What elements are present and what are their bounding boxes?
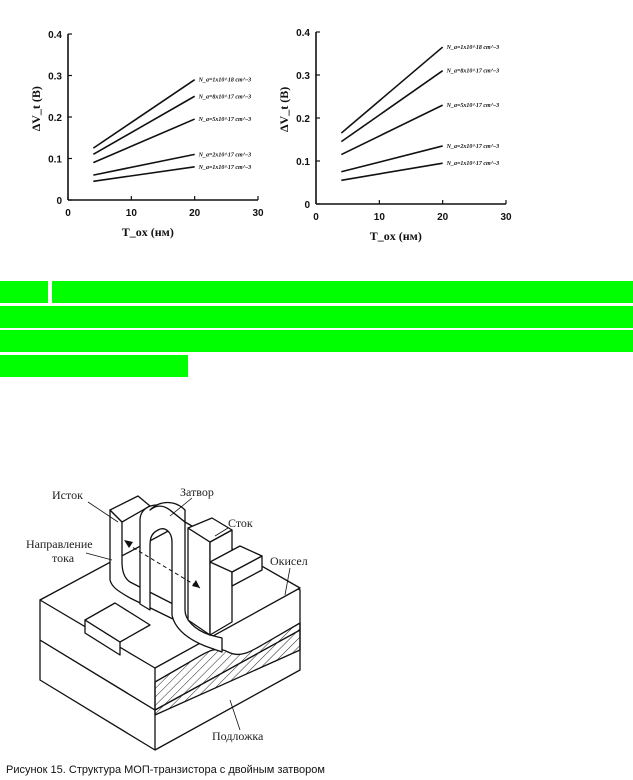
series-label: N_a=1x10^17 cm^-3 [446, 161, 499, 167]
label-oxide: Окисел [270, 554, 308, 568]
label-current-direction-2: тока [52, 551, 75, 565]
label-current-direction: Направление [26, 537, 93, 551]
series-line [341, 162, 443, 182]
highlight-bar-1b [52, 281, 633, 303]
series-line [93, 166, 195, 183]
y-tick-label: 0.3 [48, 72, 62, 83]
series-line [93, 153, 195, 176]
x-tick-label: 0 [313, 212, 319, 223]
x-axis-label: T_ox (нм) [370, 229, 422, 243]
series-line [92, 78, 196, 149]
double-gate-mosfet-diagram: Исток Затвор Сток Направление тока Окисе… [26, 485, 308, 751]
arrow-head-end [192, 580, 200, 588]
y-tick-label: 0.1 [48, 155, 62, 166]
chart-right: 0 10 20 30 0 0.1 0.2 0.3 0.4T_ox (нм) ΔV_t (В) N_a… [277, 28, 512, 243]
charts-area: 0 10 20 30 0 0.1 0.2 0.3 0.4T_ox (нм) ΔV_t (В) N_a… [29, 28, 512, 243]
series-line [341, 145, 443, 173]
series-line [93, 118, 195, 164]
x-axis-label: T_ox (нм) [122, 225, 174, 239]
series-label: N_a=1x10^17 cm^-3 [198, 165, 251, 171]
highlight-bar-2 [0, 306, 633, 328]
source-pad-top [84, 602, 151, 643]
label-source: Исток [52, 488, 83, 502]
series-label: N_a=8x10^17 cm^-3 [198, 94, 251, 100]
x-tick-label: 10 [126, 208, 138, 219]
y-tick-label: 0.1 [296, 157, 310, 168]
x-tick-label: 10 [374, 212, 386, 223]
drain-top [187, 517, 233, 543]
y-axis-label: ΔV_t (В) [29, 86, 43, 131]
chart-left: 0 10 20 30 0 0.1 0.2 0.3 0.4T_ox (нм) ΔV_t (В) N_a… [29, 30, 264, 239]
x-tick-label: 20 [437, 212, 449, 223]
y-tick-label: 0.3 [296, 71, 310, 82]
y-tick-label: 0 [56, 196, 62, 207]
highlight-bar-1a [0, 281, 48, 303]
series-line [340, 70, 444, 143]
label-gate: Затвор [180, 485, 214, 499]
x-tick-label: 20 [189, 208, 201, 219]
x-tick-label: 0 [65, 208, 71, 219]
y-axis-label: ΔV_t (В) [277, 87, 291, 132]
highlight-bar-3 [0, 330, 633, 352]
series-label: N_a=5x10^17 cm^-3 [446, 103, 499, 109]
series-label: N_a=8x10^17 cm^-3 [446, 69, 499, 75]
drain-pad-top [209, 545, 263, 573]
current-direction-arrow [126, 543, 201, 589]
gate-cap [149, 501, 186, 523]
series-line [340, 46, 444, 134]
x-tick-label: 30 [500, 212, 512, 223]
y-tick-label: 0.2 [48, 113, 62, 124]
y-tick-label: 0.2 [296, 114, 310, 125]
label-substrate: Подложка [212, 729, 264, 743]
series-label: N_a=1x10^18 cm^-3 [198, 78, 251, 84]
highlight-bar-4 [0, 355, 188, 377]
series-line [340, 104, 444, 156]
label-drain: Сток [228, 516, 253, 530]
series-label: N_a=5x10^17 cm^-3 [198, 117, 251, 123]
series-label: N_a=1x10^18 cm^-3 [446, 45, 499, 51]
x-tick-label: 30 [252, 208, 264, 219]
oxide-face [154, 622, 301, 716]
y-tick-label: 0.4 [296, 28, 310, 39]
series-label: N_a=2x10^17 cm^-3 [198, 152, 251, 158]
drain-front [187, 527, 211, 636]
drain-side [209, 529, 233, 636]
y-tick-label: 0 [304, 200, 310, 211]
series-label: N_a=2x10^17 cm^-3 [446, 144, 499, 150]
arrow-head-start [124, 540, 133, 548]
series-line [92, 95, 196, 156]
figure-caption: Рисунок 15. Структура МОП-транзистора с … [6, 764, 325, 776]
y-tick-label: 0.4 [48, 30, 62, 41]
